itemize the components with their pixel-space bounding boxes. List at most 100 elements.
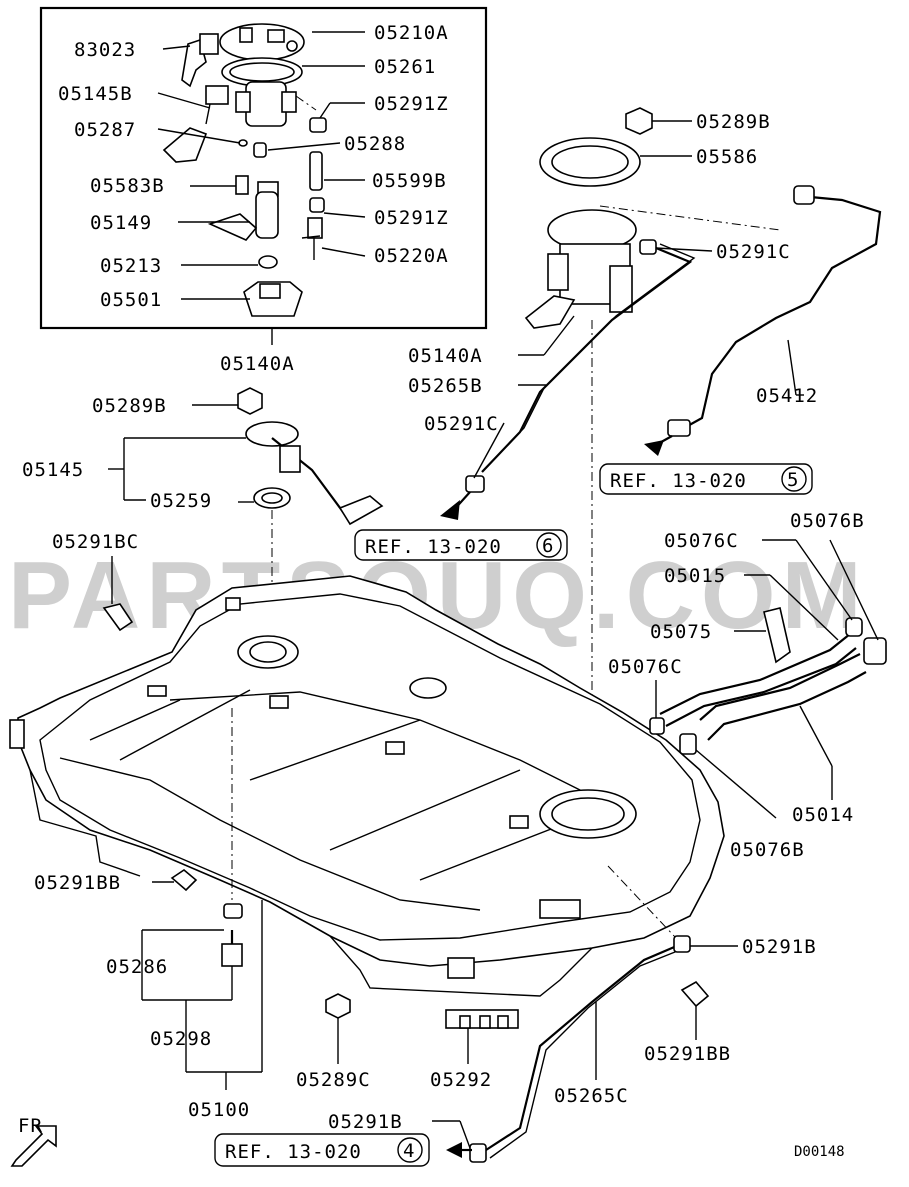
label-05291B-right[interactable]: 05291B (742, 936, 817, 958)
label-05210A[interactable]: 05210A (374, 22, 449, 44)
label-05291B-bottom[interactable]: 05291B (328, 1111, 403, 1133)
label-05287[interactable]: 05287 (74, 119, 136, 141)
label-05291BB-left[interactable]: 05291BB (34, 872, 121, 894)
clamp-05076B-top[interactable] (863, 637, 887, 665)
label-05140A-box[interactable]: 05140A (220, 353, 295, 375)
hose-05265C[interactable] (485, 940, 687, 1151)
label-05265C[interactable]: 05265C (554, 1085, 629, 1107)
label-05586[interactable]: 05586 (696, 146, 758, 168)
cap-05291Z-b[interactable] (309, 197, 325, 213)
label-05220A[interactable]: 05220A (374, 245, 449, 267)
gasket-05586[interactable] (539, 137, 641, 187)
clamp-05076B[interactable] (679, 733, 697, 755)
label-05583B[interactable]: 05583B (90, 175, 165, 197)
label-05145[interactable]: 05145 (22, 459, 84, 481)
clamp-05075[interactable] (763, 607, 791, 664)
label-05259[interactable]: 05259 (150, 490, 212, 512)
label-05291Z-a[interactable]: 05291Z (374, 93, 449, 115)
bolt-05298[interactable] (221, 930, 243, 967)
cap-05291Z-a[interactable] (309, 117, 327, 133)
seal-05288[interactable] (253, 142, 267, 158)
left-leaders (141, 900, 263, 1090)
bottom-right-leaders (432, 945, 738, 1149)
nut-05289B-top[interactable] (625, 107, 653, 135)
sender-05145[interactable] (245, 421, 384, 526)
clamp-05291C-lower[interactable] (465, 475, 485, 493)
ref6-arrow-shaft (451, 491, 471, 513)
label-05075[interactable]: 05075 (650, 621, 712, 643)
nut-05289B[interactable] (237, 387, 263, 415)
cushion-05286[interactable] (223, 903, 243, 919)
clip-05291BB-right[interactable] (680, 980, 710, 1008)
hose-05015[interactable] (659, 633, 857, 727)
label-05289C[interactable]: 05289C (296, 1069, 371, 1091)
label-05292[interactable]: 05292 (430, 1069, 492, 1091)
clip-05292[interactable] (445, 1009, 519, 1029)
gasket-05259[interactable] (253, 487, 291, 509)
label-05145B[interactable]: 05145B (58, 83, 133, 105)
label-05014[interactable]: 05014 (792, 804, 854, 826)
oring-05287[interactable] (238, 139, 248, 147)
ref-13-020-6-link[interactable]: REF. 13-020 6 (354, 529, 568, 561)
label-05213[interactable]: 05213 (100, 255, 162, 277)
label-05288[interactable]: 05288 (344, 133, 406, 155)
pump-body-part[interactable] (235, 81, 297, 127)
label-05412[interactable]: 05412 (756, 385, 818, 407)
label-05599B[interactable]: 05599B (372, 170, 447, 192)
regulator-05220A[interactable] (301, 217, 323, 260)
filter-05287[interactable] (162, 127, 208, 163)
connector-05145B[interactable] (205, 85, 229, 125)
part-labels: 83023 05210A 05261 05145B 05291Z 05287 0… (22, 22, 865, 1133)
holder-05501[interactable] (243, 281, 303, 317)
retainer-05213[interactable] (258, 255, 278, 269)
fr-label: FR (18, 1115, 43, 1137)
bracket-83023[interactable] (181, 33, 219, 88)
label-05289B[interactable]: 05289B (92, 395, 167, 417)
ref5-num: 5 (787, 469, 799, 491)
nut-05289C[interactable] (325, 993, 351, 1019)
label-05291C-b[interactable]: 05291C (424, 413, 499, 435)
label-05291BC[interactable]: 05291BC (52, 531, 139, 553)
sender-leaders (108, 404, 273, 650)
label-05076C-top[interactable]: 05076C (664, 530, 739, 552)
label-05289B-top[interactable]: 05289B (696, 111, 771, 133)
label-05501[interactable]: 05501 (100, 289, 162, 311)
ref-13-020-5-link[interactable]: REF. 13-020 5 (599, 463, 813, 495)
label-05149[interactable]: 05149 (90, 212, 152, 234)
clamp-05076C[interactable] (649, 717, 665, 735)
fuel-tank-05100[interactable] (9, 575, 725, 997)
label-05015[interactable]: 05015 (664, 565, 726, 587)
clamp-05291B-right[interactable] (673, 935, 691, 953)
label-05100[interactable]: 05100 (188, 1099, 250, 1121)
label-05076B[interactable]: 05076B (730, 839, 805, 861)
label-05286[interactable]: 05286 (106, 956, 168, 978)
hose-05014[interactable] (699, 653, 867, 741)
hose-05265C-edge (489, 949, 681, 1159)
label-05076B-top[interactable]: 05076B (790, 510, 865, 532)
label-05291Z-b[interactable]: 05291Z (374, 207, 449, 229)
label-05140A[interactable]: 05140A (408, 345, 483, 367)
clip-05291BB-left[interactable] (170, 869, 198, 892)
clamp-05291B-bottom[interactable] (469, 1143, 487, 1163)
label-05076C[interactable]: 05076C (608, 656, 683, 678)
label-05291C-a[interactable]: 05291C (716, 241, 791, 263)
tank-dash-right (607, 865, 677, 939)
pipe-05599B[interactable] (309, 151, 323, 191)
pump-motor-05149[interactable] (207, 191, 279, 241)
hose-05265B-edge (485, 243, 696, 469)
pump-assembly-05140A[interactable] (524, 209, 657, 329)
ref5-arrow-shaft (653, 435, 673, 447)
ref-13-020-4-link[interactable]: REF. 13-020 4 (214, 1133, 430, 1167)
label-05261[interactable]: 05261 (374, 56, 436, 78)
label-05298[interactable]: 05298 (150, 1028, 212, 1050)
label-05265B[interactable]: 05265B (408, 375, 483, 397)
harness-05412[interactable] (683, 194, 882, 429)
clip-05291BC[interactable] (102, 603, 134, 632)
label-05291BB-right[interactable]: 05291BB (644, 1043, 731, 1065)
clamp-05076C-top[interactable] (845, 617, 863, 637)
filler-leaders (655, 539, 879, 819)
pump-cover-part[interactable] (219, 23, 305, 61)
label-83023[interactable]: 83023 (74, 39, 136, 61)
